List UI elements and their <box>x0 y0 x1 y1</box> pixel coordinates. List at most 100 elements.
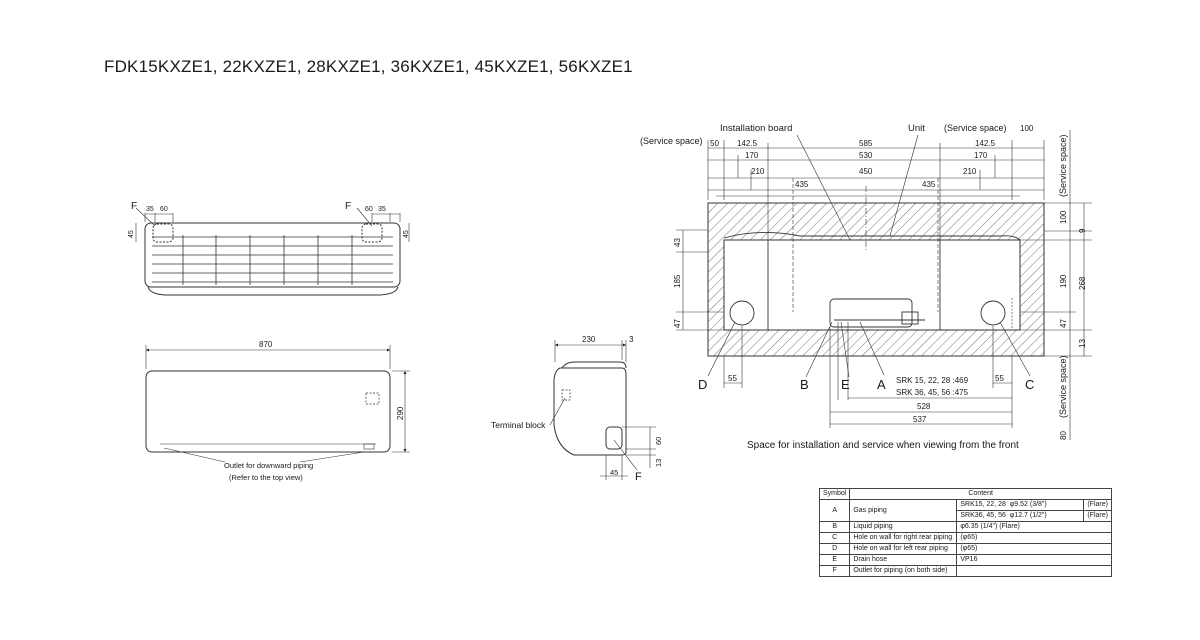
legend-header-symbol: Symbol <box>818 488 851 500</box>
legend-content-f: Outlet for piping (on both side) <box>849 565 958 577</box>
dim-450: 450 <box>859 167 873 176</box>
dim-50: 50 <box>710 139 719 148</box>
symbol-legend-table: Symbol Content A Gas piping SRK15, 22, 2… <box>818 488 1112 577</box>
dim-268: 268 <box>1078 276 1087 290</box>
dim-585: 585 <box>859 139 873 148</box>
dim-55-left: 55 <box>728 374 737 383</box>
dim-537: 537 <box>913 415 927 424</box>
dim-528: 528 <box>917 402 931 411</box>
top-view-dim-45-right: 45 <box>403 230 410 238</box>
dim-210-right: 210 <box>963 167 977 176</box>
install-view-hatch <box>707 202 1045 357</box>
legend-detail-b: φ6.35 (1/4") (Flare) <box>956 521 1112 533</box>
install-view-bottom-dims <box>707 321 1031 428</box>
dim-435-left: 435 <box>795 180 809 189</box>
legend-row-b: B Liquid piping φ6.35 (1/4") (Flare) <box>818 521 1112 533</box>
front-view-note-2: (Refer to the top view) <box>229 473 303 482</box>
legend-a-model-1-type: (Flare) <box>1083 499 1112 511</box>
top-view-dim-35-right: 35 <box>378 206 386 213</box>
legend-symbol-e: E <box>818 554 851 566</box>
dim-55-right: 55 <box>995 374 1004 383</box>
side-view-label-f: F <box>635 471 642 483</box>
dim-100-right: 100 <box>1059 210 1068 224</box>
marker-c: C <box>1025 377 1034 392</box>
legend-a-model-2-size: φ12.7 (1/2") <box>1009 512 1047 519</box>
marker-d: D <box>698 377 707 392</box>
side-view-dim-3: 3 <box>629 335 634 344</box>
legend-detail-e: VP16 <box>956 554 1112 566</box>
service-space-left: (Service space) <box>640 136 703 146</box>
srk-gas-text-b: SRK 36, 45, 56 :475 <box>896 388 969 397</box>
dim-100-top: 100 <box>1020 124 1034 133</box>
legend-detail-f <box>956 565 1112 577</box>
legend-content-e: Drain hose <box>849 554 958 566</box>
legend-row-a1: A Gas piping SRK15, 22, 28 φ9.52 (3/8") … <box>818 499 1112 522</box>
legend-a-model-1: SRK15, 22, 28 φ9.52 (3/8") <box>956 499 1085 511</box>
service-space-right-bottom: (Service space) <box>1058 355 1068 418</box>
legend-header-content: Content <box>849 488 1112 500</box>
service-space-top-right: (Service space) <box>944 123 1007 133</box>
side-view-dim-45: 45 <box>610 468 618 477</box>
marker-a: A <box>877 377 886 392</box>
front-view-height-label: 290 <box>396 406 405 420</box>
legend-symbol-c: C <box>818 532 851 544</box>
legend-detail-c: (φ65) <box>956 532 1112 544</box>
legend-symbol-b: B <box>818 521 851 533</box>
top-view-f-right: F <box>345 201 351 212</box>
legend-a-model-2: SRK36, 45, 56 φ12.7 (1/2") <box>956 510 1085 522</box>
dim-530: 530 <box>859 151 873 160</box>
install-view-unit <box>723 231 1021 331</box>
marker-e: E <box>841 377 850 392</box>
dim-47-left: 47 <box>673 319 682 328</box>
install-view-caption: Space for installation and service when … <box>747 440 1019 451</box>
legend-detail-d: (φ65) <box>956 543 1112 555</box>
drawing-title: FDK15KXZE1, 22KXZE1, 28KXZE1, 36KXZE1, 4… <box>104 57 633 76</box>
top-view-dim-60-right: 60 <box>365 206 373 213</box>
legend-content-b: Liquid piping <box>849 521 958 533</box>
legend-symbol-a: A <box>818 499 851 522</box>
legend-content-c: Hole on wall for right rear piping <box>849 532 958 544</box>
legend-a-model-2-name: SRK36, 45, 56 <box>960 512 1006 519</box>
top-view <box>135 207 410 296</box>
side-view <box>549 340 656 480</box>
side-view-depth-label: 230 <box>582 335 596 344</box>
unit-label: Unit <box>908 123 925 134</box>
install-view-left-dims <box>676 229 724 331</box>
dim-47-right: 47 <box>1059 319 1068 328</box>
dim-170-left: 170 <box>745 151 759 160</box>
dim-210-left: 210 <box>751 167 765 176</box>
legend-content-a: Gas piping <box>849 499 958 522</box>
legend-a-model-1-name: SRK15, 22, 28 <box>960 501 1006 508</box>
side-view-dim-13: 13 <box>654 459 663 467</box>
install-board-label: Installation board <box>720 123 792 134</box>
install-view-top-dims <box>707 134 1045 312</box>
legend-a-model-2-type: (Flare) <box>1083 510 1112 522</box>
marker-b: B <box>800 377 809 392</box>
legend-symbol-d: D <box>818 543 851 555</box>
front-view <box>145 345 410 463</box>
top-view-f-left: F <box>131 201 137 212</box>
legend-row-e: E Drain hose VP16 <box>818 554 1112 566</box>
legend-a-model-1-size: φ9.52 (3/8") <box>1009 501 1047 508</box>
service-space-right-top: (Service space) <box>1058 134 1068 197</box>
legend-row-c: C Hole on wall for right rear piping (φ6… <box>818 532 1112 544</box>
top-view-dim-35-left: 35 <box>146 206 154 213</box>
dim-9: 9 <box>1078 228 1087 233</box>
dim-80-right: 80 <box>1059 431 1068 440</box>
top-view-dim-60-left: 60 <box>160 206 168 213</box>
side-view-terminal-block: Terminal block <box>491 420 546 430</box>
side-view-dim-60: 60 <box>654 437 663 445</box>
top-view-dim-45-left: 45 <box>128 230 135 238</box>
srk-gas-text-a: SRK 15, 22, 28 :469 <box>896 376 969 385</box>
install-view-right-dims <box>1020 130 1092 440</box>
dim-43: 43 <box>673 238 682 247</box>
dim-190: 190 <box>1059 274 1068 288</box>
front-view-note-1: Outlet for downward piping <box>224 461 313 470</box>
dim-170-right: 170 <box>974 151 988 160</box>
legend-header-row: Symbol Content <box>818 488 1112 500</box>
dim-142-left: 142.5 <box>737 139 758 148</box>
front-view-width-label: 870 <box>259 340 273 349</box>
legend-content-d: Hole on wall for left rear piping <box>849 543 958 555</box>
legend-row-d: D Hole on wall for left rear piping (φ65… <box>818 543 1112 555</box>
